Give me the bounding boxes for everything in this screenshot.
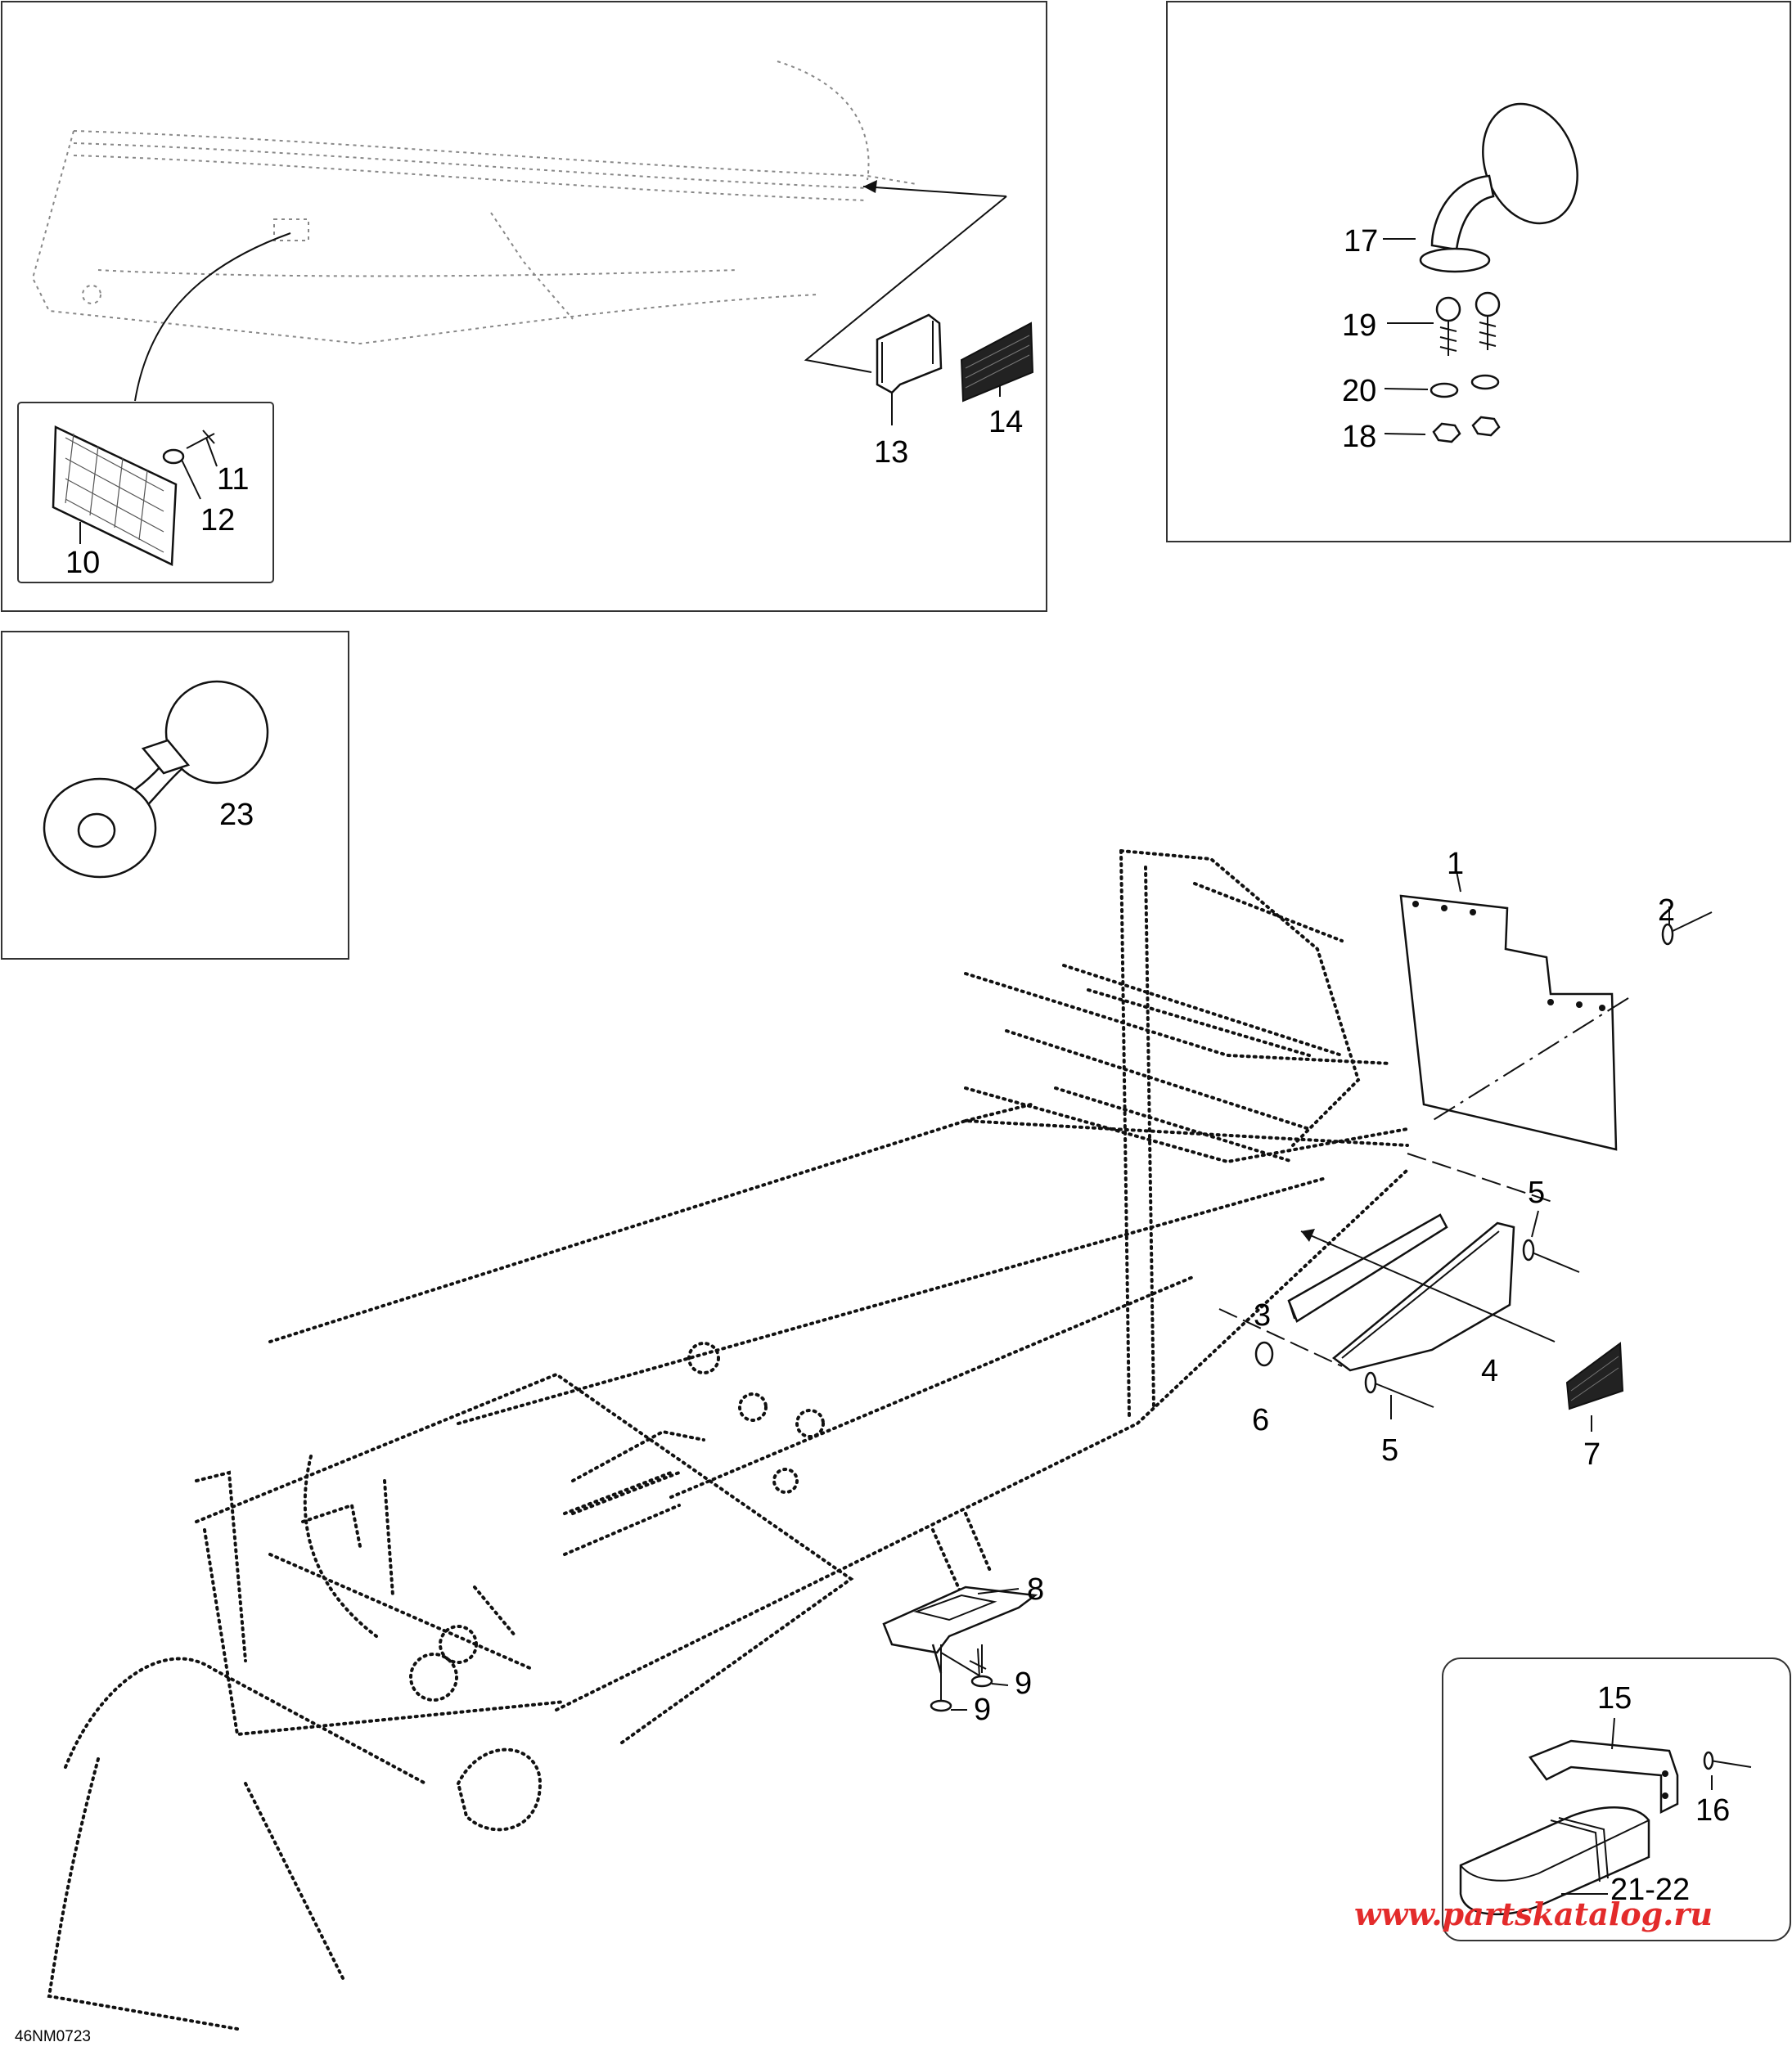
callout-16: 16	[1695, 1793, 1730, 1828]
callout-9a: 9	[1015, 1666, 1032, 1701]
horn-23	[43, 680, 269, 879]
reflector-10	[52, 425, 178, 566]
callout-12: 12	[200, 503, 235, 537]
callout-8: 8	[1027, 1572, 1044, 1607]
callout-9b: 9	[974, 1693, 991, 1727]
callout-23: 23	[219, 798, 254, 832]
washer-20	[1430, 382, 1459, 398]
cover-21-22	[1459, 1806, 1650, 1916]
callout-17: 17	[1344, 224, 1378, 259]
washer-12	[162, 448, 185, 465]
screw-9a	[940, 1652, 987, 1678]
rivet-5b	[1372, 1382, 1434, 1408]
rivet-5a	[1529, 1251, 1580, 1273]
callout-14: 14	[988, 405, 1023, 439]
panel-cover	[1442, 1657, 1791, 1941]
callout-3: 3	[1254, 1298, 1271, 1333]
rivet-2	[1668, 911, 1713, 933]
callout-5a: 5	[1528, 1176, 1545, 1210]
callout-20: 20	[1342, 374, 1376, 408]
clip-13	[876, 313, 943, 394]
panel-horn	[1, 631, 349, 960]
callout-13: 13	[874, 435, 908, 470]
callout-7: 7	[1583, 1437, 1601, 1472]
bracket-4	[1331, 1221, 1515, 1372]
screw-11	[186, 430, 215, 449]
pad-8	[882, 1585, 1038, 1654]
screws-19	[1435, 291, 1501, 356]
callout-11: 11	[217, 462, 249, 497]
pad-assembly	[882, 1585, 1038, 1712]
strip-3	[1287, 1213, 1448, 1323]
reflector-7	[1565, 1342, 1624, 1410]
callout-2: 2	[1658, 893, 1675, 928]
drawing-code: 46NM0723	[15, 2028, 91, 2045]
mirror-17	[1419, 102, 1578, 273]
callout-21-22: 21-22	[1610, 1873, 1690, 1907]
snowflap-assembly	[1218, 870, 1713, 1432]
washer-6	[1254, 1341, 1274, 1367]
callout-4: 4	[1481, 1354, 1498, 1388]
reflector-14	[960, 322, 1034, 403]
chassis-phantom	[47, 849, 1409, 2031]
nut-18	[1432, 422, 1461, 443]
callout-10: 10	[65, 546, 100, 580]
panel-mirror	[1166, 1, 1791, 542]
callout-19: 19	[1342, 308, 1376, 343]
callout-15: 15	[1597, 1681, 1632, 1716]
snowflap-1	[1399, 894, 1618, 1151]
callout-6: 6	[1252, 1403, 1269, 1437]
panel-side-reflector	[1, 1, 1047, 612]
callout-5b: 5	[1381, 1433, 1398, 1468]
watermark-text: www.partskatalog.ru	[1354, 1896, 1713, 1932]
callout-18: 18	[1342, 420, 1376, 454]
bracket-15	[1529, 1739, 1679, 1815]
callout-1: 1	[1447, 847, 1464, 881]
rivet-16	[1709, 1760, 1752, 1768]
